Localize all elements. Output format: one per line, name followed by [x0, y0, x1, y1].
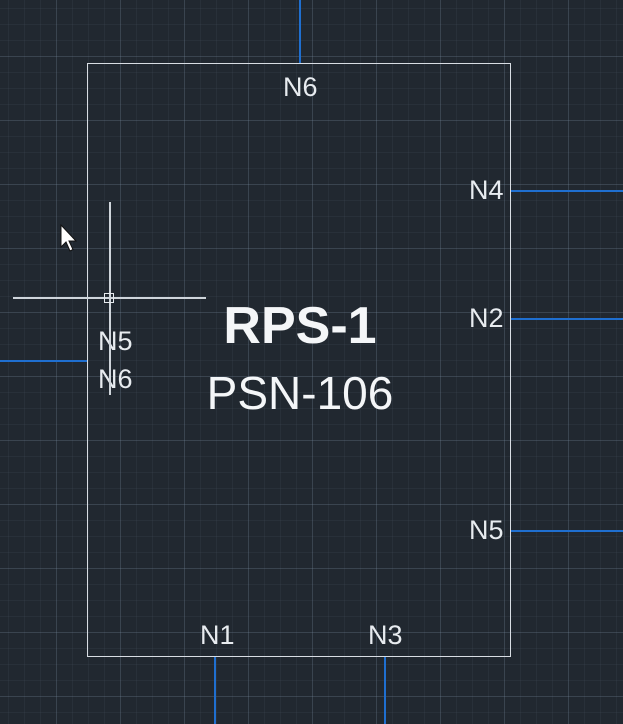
block-name: RPS-1	[223, 297, 377, 355]
pin-label-right-middle: N2	[469, 303, 504, 333]
wire-right-middle[interactable]	[511, 318, 623, 320]
wire-bottom-right[interactable]	[384, 657, 386, 724]
pin-label-left-lower: N6	[98, 364, 133, 394]
wire-left[interactable]	[0, 360, 87, 362]
component-block[interactable]	[87, 63, 511, 657]
pin-label-top: N6	[283, 72, 318, 102]
pin-label-right-upper: N4	[469, 175, 504, 205]
pin-label-left-upper: N5	[98, 326, 133, 356]
crosshair-vertical-line	[109, 202, 111, 395]
wire-right-lower[interactable]	[511, 530, 623, 532]
wire-top[interactable]	[299, 0, 301, 63]
wire-right-upper[interactable]	[511, 190, 623, 192]
arrow-pointer-icon	[60, 224, 78, 252]
pickbox-icon	[104, 293, 114, 303]
block-model: PSN-106	[206, 367, 394, 419]
pin-label-bottom-right: N3	[368, 620, 403, 650]
pin-label-bottom-left: N1	[200, 620, 235, 650]
wire-bottom-left[interactable]	[214, 657, 216, 724]
pin-label-right-lower: N5	[469, 515, 504, 545]
